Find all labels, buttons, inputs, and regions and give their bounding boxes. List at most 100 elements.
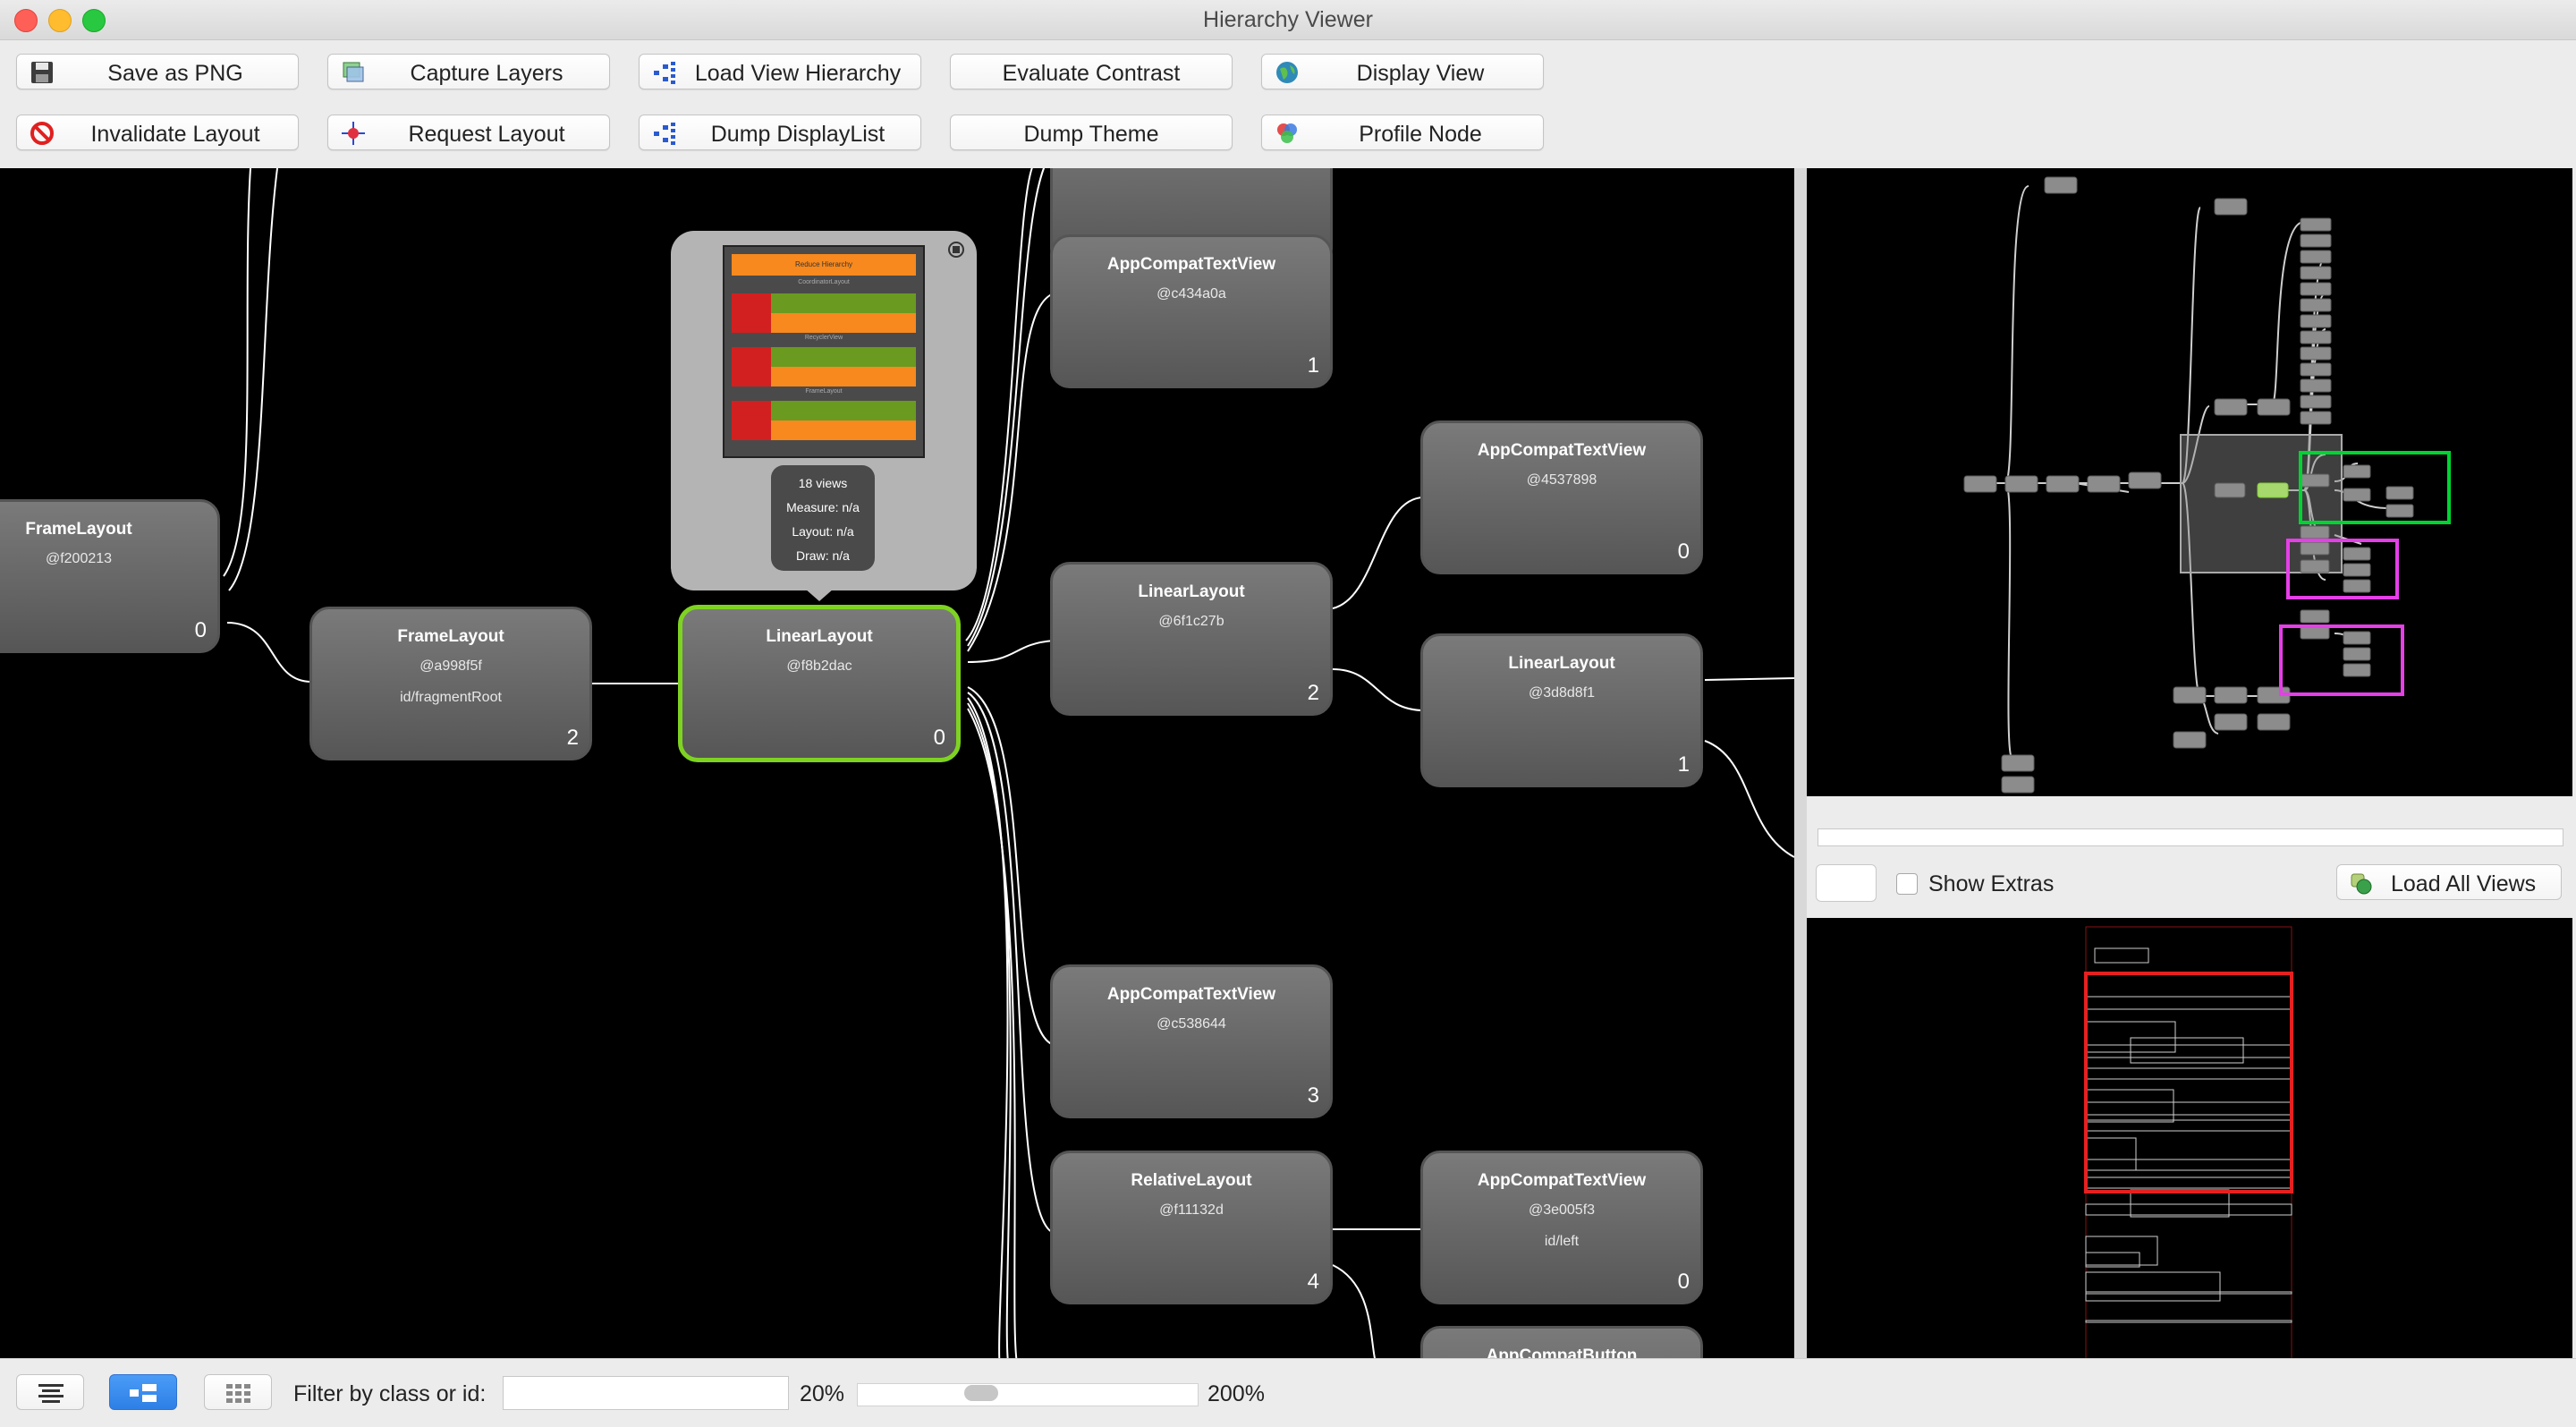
tree-node[interactable]: AppCompatTextView @c538644 3 <box>1050 964 1333 1118</box>
node-index: 2 <box>1307 681 1319 705</box>
load-views-icon <box>2351 873 2372 895</box>
thumb-swatch <box>771 347 916 367</box>
wireframe-canvas <box>2084 926 2293 1358</box>
hierarchy-view-mode-button[interactable] <box>109 1374 177 1410</box>
draw-time: Draw: n/a <box>796 548 850 563</box>
show-extras-checkbox[interactable] <box>1896 873 1918 895</box>
no-entry-icon <box>30 122 54 145</box>
node-class-name: AppCompatTextView <box>1477 1171 1647 1190</box>
save-as-png-button[interactable]: Save as PNG <box>16 54 299 89</box>
tree-node[interactable]: LinearLayout @3d8d8f1 1 <box>1420 633 1703 787</box>
node-index: 4 <box>1307 1270 1319 1294</box>
filter-input[interactable] <box>503 1376 789 1410</box>
selected-bounds <box>2084 972 2293 1193</box>
layers-icon <box>343 62 364 82</box>
node-hash: @3d8d8f1 <box>1528 685 1596 701</box>
thumb-label: RecyclerView <box>804 335 843 341</box>
tree-view-mode-button[interactable] <box>16 1374 84 1410</box>
window-title: Hierarchy Viewer <box>1203 7 1373 32</box>
dump-displaylist-label: Dump DisplayList <box>710 122 886 147</box>
dump-displaylist-button[interactable]: Dump DisplayList <box>639 115 921 150</box>
overview-highlight-green <box>2299 451 2451 524</box>
status-bar <box>0 1358 2576 1427</box>
title-bar: Hierarchy Viewer <box>0 0 2576 40</box>
tree-overview[interactable] <box>1807 168 2572 796</box>
thumb-swatch <box>771 313 916 333</box>
close-window-button[interactable] <box>14 9 38 32</box>
node-class-name: AppCompatTextView <box>1106 985 1276 1004</box>
thumb-swatch <box>771 401 916 420</box>
thumb-swatch <box>732 347 771 386</box>
node-hash: @3e005f3 <box>1528 1202 1596 1218</box>
hierarchy-icon <box>654 123 675 145</box>
load-all-views-button[interactable]: Load All Views <box>2336 864 2562 900</box>
node-class-name: FrameLayout <box>397 627 504 646</box>
load-all-views-label: Load All Views <box>2391 871 2537 896</box>
node-index: 0 <box>1677 1270 1690 1294</box>
load-view-hierarchy-button[interactable]: Load View Hierarchy <box>639 54 921 89</box>
popup-arrow <box>805 589 834 601</box>
request-layout-button[interactable]: Request Layout <box>327 115 610 150</box>
tree-node[interactable]: AppCompatButton <box>1420 1326 1703 1358</box>
node-hash: @c538644 <box>1157 1016 1226 1032</box>
grid-icon <box>226 1384 250 1403</box>
layout-time: Layout: n/a <box>792 524 854 539</box>
node-hash: @a998f5f <box>419 658 482 674</box>
tree-node-selected[interactable]: LinearLayout @f8b2dac 0 <box>678 605 961 762</box>
search-field[interactable] <box>1816 864 1877 902</box>
invalidate-layout-label: Invalidate Layout <box>90 122 260 147</box>
invalidate-layout-button[interactable]: Invalidate Layout <box>16 115 299 150</box>
node-index: 2 <box>566 726 579 750</box>
tree-node[interactable]: AppCompatTextView @c434a0a 1 <box>1050 234 1333 388</box>
profile-node-button[interactable]: Profile Node <box>1261 115 1544 150</box>
node-hash: @4537898 <box>1526 472 1597 488</box>
tree-node[interactable]: RelativeLayout @f11132d 4 <box>1050 1151 1333 1304</box>
filter-label: Filter by class or id: <box>293 1381 487 1406</box>
node-class-name: FrameLayout <box>25 520 132 539</box>
node-index: 1 <box>1307 353 1319 378</box>
lines-icon <box>38 1384 64 1403</box>
node-class-name: AppCompatTextView <box>1106 255 1276 274</box>
tree-node[interactable]: AppCompatTextView @4537898 0 <box>1420 420 1703 574</box>
node-class-name: LinearLayout <box>766 627 873 646</box>
tree-node[interactable]: LinearLayout @6f1c27b 2 <box>1050 562 1333 716</box>
crosshair-icon <box>342 122 365 145</box>
zoom-window-button[interactable] <box>82 9 106 32</box>
request-layout-label: Request Layout <box>408 122 565 147</box>
evaluate-contrast-button[interactable]: Evaluate Contrast <box>950 54 1233 89</box>
tree-node[interactable]: FrameLayout @a998f5f id/fragmentRoot 2 <box>309 607 592 760</box>
zoom-min-label: 20% <box>800 1381 845 1406</box>
overview-scrollbar[interactable] <box>1807 809 2572 848</box>
display-view-label: Display View <box>1356 61 1485 86</box>
measure-time: Measure: n/a <box>786 500 860 514</box>
layout-wireframe[interactable] <box>1807 918 2572 1358</box>
tree-canvas[interactable]: FrameLayout @f200213 0 FrameLayout @a998… <box>0 168 1794 1358</box>
thumb-swatch <box>732 401 771 440</box>
save-as-png-label: Save as PNG <box>107 61 243 86</box>
zoom-max-label: 200% <box>1208 1381 1265 1406</box>
tree-node[interactable]: FrameLayout @f200213 0 <box>0 499 220 653</box>
display-view-button[interactable]: Display View <box>1261 54 1544 89</box>
zoom-slider[interactable] <box>857 1383 1199 1406</box>
minimize-window-button[interactable] <box>48 9 72 32</box>
capture-layers-label: Capture Layers <box>410 61 564 86</box>
capture-layers-button[interactable]: Capture Layers <box>327 54 610 89</box>
tree-node[interactable]: AppCompatTextView @3e005f3 id/left 0 <box>1420 1151 1703 1304</box>
popup-close-icon[interactable] <box>948 242 964 258</box>
hierarchy-icon <box>130 1384 157 1402</box>
node-stats: 18 views Measure: n/a Layout: n/a Draw: … <box>771 465 875 571</box>
views-count: 18 views <box>798 476 848 490</box>
panel-splitter[interactable] <box>1794 168 1807 1358</box>
dump-theme-label: Dump Theme <box>1023 122 1159 147</box>
venn-icon <box>1277 123 1297 143</box>
node-index: 1 <box>1677 752 1690 777</box>
selected-node-mini <box>2257 482 2289 498</box>
node-index: 0 <box>933 726 945 750</box>
tree-connections <box>223 168 1794 1358</box>
overview-map <box>1963 176 2451 794</box>
zoom-slider-thumb[interactable] <box>964 1385 999 1401</box>
grid-view-mode-button[interactable] <box>204 1374 272 1410</box>
dump-theme-button[interactable]: Dump Theme <box>950 115 1233 150</box>
node-class-name: AppCompatButton <box>1486 1346 1638 1358</box>
thumb-title: Reduce Hierarchy <box>732 254 916 276</box>
